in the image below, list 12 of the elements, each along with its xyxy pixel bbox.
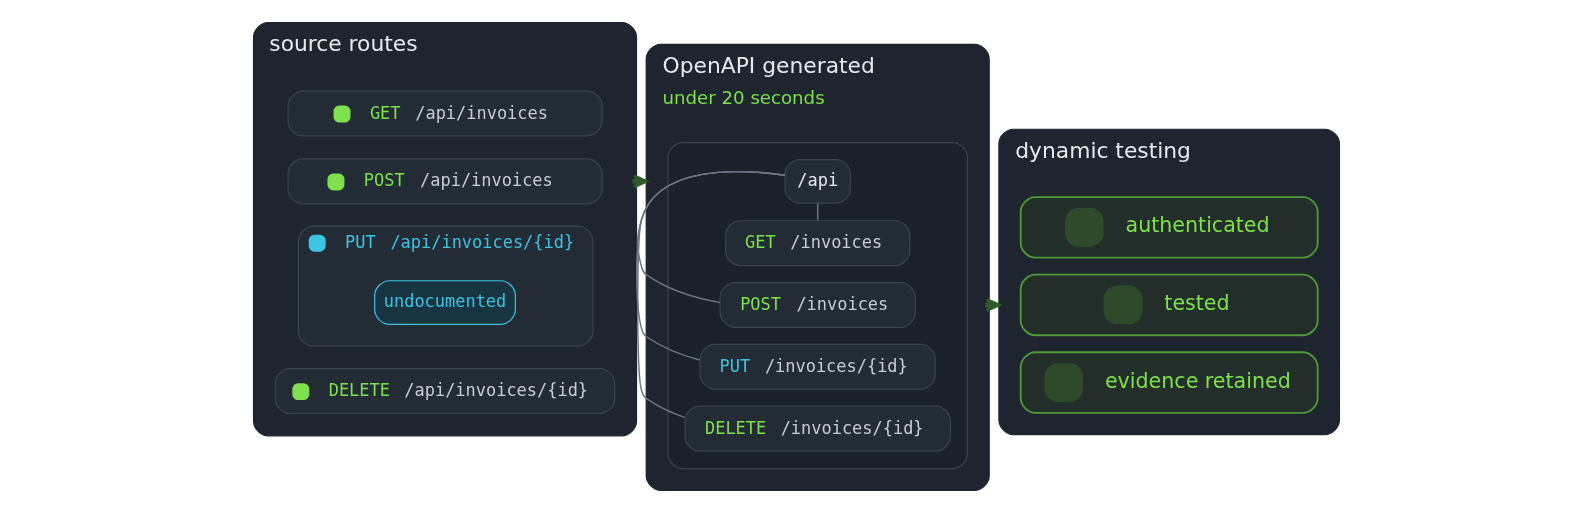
arrow: [984, 298, 1000, 312]
node-box: authenticated: [1019, 196, 1319, 259]
node-box: undocumented: [373, 280, 516, 325]
node-box: DELETE /invoices/{id}: [683, 405, 951, 452]
node-box: evidence retained: [1019, 351, 1319, 414]
node-box: PUT /invoices/{id}: [699, 343, 936, 390]
arrow: [632, 174, 648, 189]
node-box: /api: [783, 158, 851, 204]
cluster: [666, 141, 968, 470]
node-box: tested: [1019, 273, 1319, 337]
node-box: POST /invoices: [719, 281, 916, 328]
node-box: GET /invoices: [724, 220, 910, 267]
